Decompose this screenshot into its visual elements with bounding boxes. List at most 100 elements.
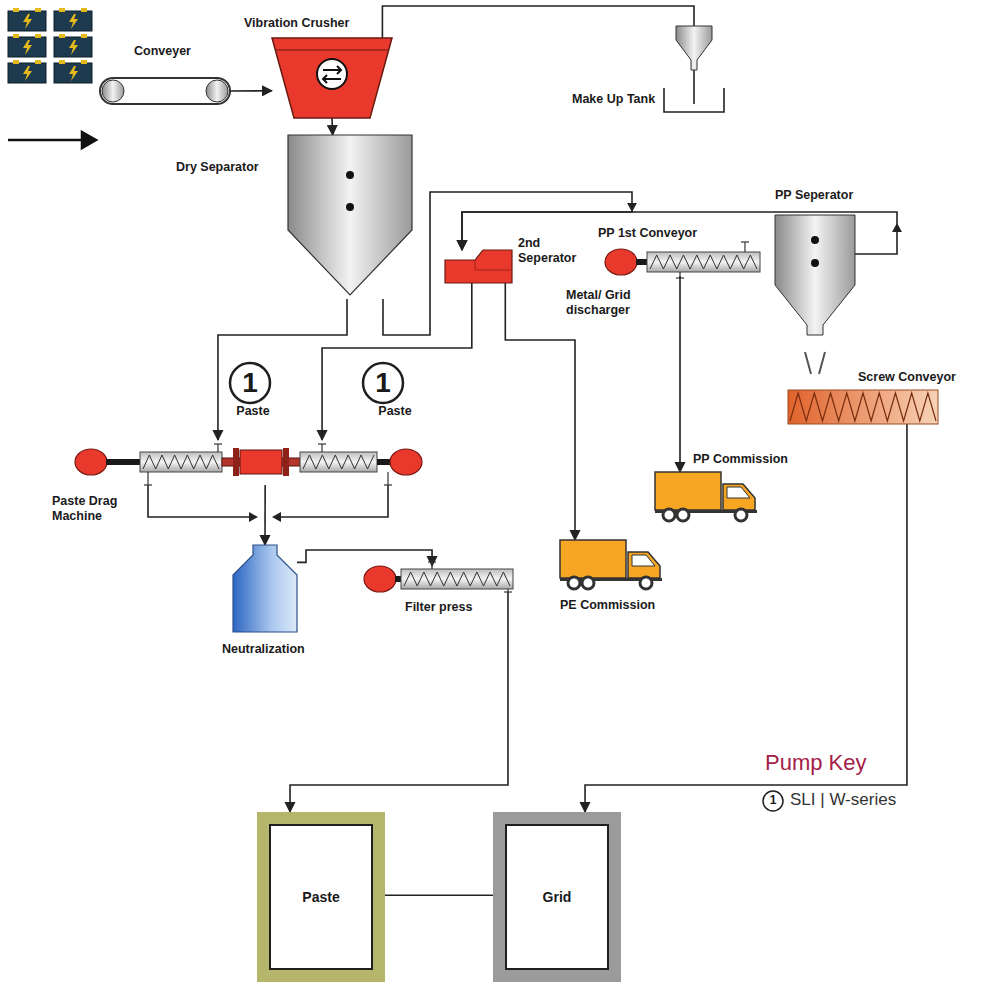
- flow-connector: [505, 283, 575, 540]
- truck-cab: [628, 552, 660, 578]
- battery-body: [54, 63, 92, 83]
- battery-body: [54, 37, 92, 57]
- port: [384, 484, 392, 485]
- battery-body: [54, 11, 92, 31]
- paste-drag-machine-shape: [75, 440, 422, 485]
- flow-connector: [290, 592, 508, 812]
- truck-box: [655, 472, 721, 510]
- input-arrow-line: [8, 139, 84, 142]
- screw-thread: [303, 455, 374, 469]
- pp-separator-shape: [775, 215, 855, 345]
- flow-connector: [230, 90, 272, 92]
- component-label: PP Seperator: [775, 188, 853, 203]
- flow-connector: [679, 276, 681, 472]
- port: [321, 444, 322, 452]
- battery-bolt: [69, 40, 78, 55]
- crusher: Vibration Crusher: [272, 38, 392, 118]
- port: [147, 472, 148, 485]
- callout-circle: [363, 363, 403, 403]
- battery-body: [8, 63, 46, 83]
- component-label: PP 1st Conveyor: [598, 226, 697, 241]
- coupler-flange: [233, 448, 239, 476]
- separator-feed: [805, 352, 825, 374]
- tank-bracket: [664, 88, 724, 112]
- flow-connector: [331, 118, 333, 135]
- conveyor: Conveyer: [100, 78, 230, 104]
- coupler-block: [240, 450, 282, 474]
- battery-terminal: [13, 60, 19, 64]
- flow-connector: [264, 485, 266, 545]
- shaft: [106, 459, 140, 465]
- input-arrowhead: [82, 132, 96, 148]
- separator-body: [775, 215, 855, 335]
- motor: [75, 449, 107, 475]
- pp-conveyor: PP 1st ConveyorMetal/ Grid discharger: [605, 248, 760, 276]
- crusher-band: [276, 50, 388, 51]
- component-label: 2nd Seperator: [518, 236, 588, 266]
- port: [431, 562, 432, 569]
- component-label: Screw Conveyor: [858, 370, 956, 385]
- output-box: Grid: [493, 812, 621, 982]
- screw-thread: [650, 255, 757, 269]
- battery-terminal: [35, 60, 41, 64]
- battery-terminal: [59, 8, 65, 12]
- crusher-body: [272, 38, 392, 118]
- outlet: [382, 299, 384, 312]
- shaft: [377, 459, 391, 465]
- truck-shape: [655, 472, 760, 522]
- battery-terminal: [13, 8, 19, 12]
- port: [741, 241, 749, 242]
- outlet-line: [280, 485, 388, 517]
- input-arrow: [8, 132, 96, 148]
- component-label: Paste Drag Machine: [52, 494, 137, 524]
- screw-housing: [300, 452, 377, 472]
- screw-housing: [401, 569, 513, 589]
- tank-stem: [693, 70, 695, 104]
- battery-bolt: [23, 40, 32, 55]
- component-label: Filter press: [405, 600, 472, 615]
- make-up-tank-shape: [676, 26, 712, 70]
- screw-housing: [647, 252, 760, 272]
- port: [217, 444, 218, 452]
- truck-wheel: [582, 577, 594, 589]
- motor: [390, 449, 422, 475]
- box-inner: Grid: [505, 824, 609, 970]
- screw-thread: [404, 572, 510, 586]
- port: [504, 591, 512, 592]
- coupler-flange: [283, 448, 289, 476]
- battery-terminal: [59, 34, 65, 38]
- callout-number: 1: [763, 793, 783, 807]
- roller: [102, 80, 124, 102]
- screw-conveyor: Screw Conveyor: [788, 390, 938, 424]
- pump-label: Paste: [370, 404, 420, 419]
- component-label: Metal/ Grid discharger: [566, 288, 666, 318]
- component-label: Make Up Tank: [572, 92, 655, 107]
- second-separator: 2nd Seperator: [445, 250, 512, 283]
- component-label: Conveyer: [134, 44, 191, 59]
- crusher-shape: [272, 38, 392, 118]
- truck: PP Commission: [655, 472, 760, 522]
- output-box: Paste: [257, 812, 385, 982]
- flow-connector: [382, 6, 694, 38]
- tank-funnel: [676, 26, 712, 70]
- battery-terminal: [13, 34, 19, 38]
- screw-conveyor-shape: [788, 390, 938, 424]
- port: [214, 443, 222, 444]
- callout-number: 1: [363, 366, 403, 400]
- roller: [206, 80, 228, 102]
- battery-bolt: [23, 66, 32, 81]
- separator-edge: [475, 260, 512, 270]
- shaft: [395, 576, 401, 582]
- component-label: Dry Separator: [176, 160, 259, 175]
- legend-callout-circle: [763, 791, 783, 811]
- make-up-tank-base: [664, 70, 724, 112]
- outlet-line: [148, 485, 250, 517]
- battery-terminal: [81, 60, 87, 64]
- legend-title: Pump Key: [765, 750, 867, 776]
- shaft: [636, 259, 647, 265]
- battery-bolt: [69, 14, 78, 29]
- paste-drag-machine: Paste Drag Machine: [75, 440, 422, 485]
- battery-body: [8, 37, 46, 57]
- outlet-arrowhead: [272, 512, 281, 522]
- port: [744, 242, 745, 252]
